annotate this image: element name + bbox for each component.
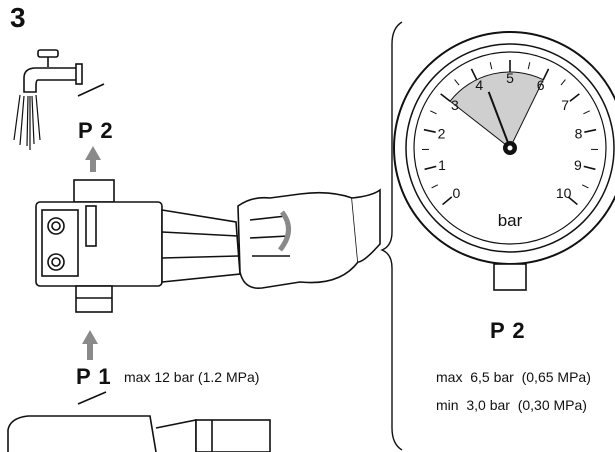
gauge-tick-label: 10 bbox=[556, 185, 572, 201]
setting-min: min 3,0 bar (0,30 MPa) bbox=[436, 397, 587, 413]
gauge-major-tick bbox=[584, 128, 597, 133]
gauge-minor-tick bbox=[583, 110, 590, 115]
gauge-unit: bar bbox=[498, 211, 523, 230]
gauge-major-tick bbox=[424, 165, 437, 171]
outlet-label: P 2 bbox=[78, 118, 114, 143]
setting-min-kind: min bbox=[436, 397, 459, 413]
gauge-tick-label: 5 bbox=[506, 70, 514, 86]
gauge-tick-label: 7 bbox=[561, 97, 569, 113]
inlet-spec: max 12 bar (1.2 MPa) bbox=[124, 369, 260, 385]
setting-max: max 6,5 bar (0,65 MPa) bbox=[436, 369, 591, 385]
gauge-major-tick bbox=[442, 196, 453, 206]
gauge-major-tick bbox=[567, 196, 578, 206]
setting-max-bar: 6,5 bar bbox=[470, 369, 514, 385]
gauge-minor-tick bbox=[581, 184, 589, 189]
gauge-major-tick bbox=[542, 68, 550, 81]
gauge-minor-tick bbox=[431, 184, 439, 189]
pressure-switch bbox=[35, 179, 241, 313]
gauge-minor-tick bbox=[489, 62, 493, 70]
gauge-major-tick bbox=[470, 68, 478, 81]
gauge-pivot-center bbox=[507, 145, 513, 151]
gauge-connector bbox=[493, 263, 527, 291]
gauge-tick-labels: 01 234 5 678 910 bbox=[438, 70, 583, 201]
gauge-major-tick bbox=[569, 93, 580, 102]
inlet-label: P 1 bbox=[76, 364, 112, 389]
gauge-minor-tick bbox=[527, 62, 531, 70]
gauge-major-tick bbox=[583, 165, 596, 171]
gauge-tick-label: 9 bbox=[574, 157, 582, 173]
faucet-icon bbox=[13, 49, 105, 150]
gauge-tick-label: 2 bbox=[438, 125, 446, 141]
gauge-tick-marks bbox=[422, 60, 598, 206]
gauge-tick-label: 0 bbox=[452, 185, 460, 201]
gauge-major-tick bbox=[440, 93, 451, 102]
gauge-minor-tick bbox=[430, 110, 437, 115]
gauge-tick-label: 4 bbox=[475, 77, 483, 93]
setting-max-mpa: (0,65 MPa) bbox=[521, 369, 591, 385]
gauge-minor-tick bbox=[560, 79, 566, 86]
setting-min-mpa: (0,30 MPa) bbox=[517, 397, 587, 413]
gauge-minor-tick bbox=[454, 79, 460, 86]
step-number: 3 bbox=[10, 2, 26, 33]
pump-icon bbox=[7, 391, 271, 452]
hand-icon bbox=[237, 188, 381, 289]
gauge-major-tick bbox=[423, 128, 436, 133]
gauge-label: P 2 bbox=[490, 318, 526, 343]
gauge-tick-label: 3 bbox=[451, 97, 459, 113]
flow-arrow-up-outlet bbox=[85, 146, 101, 172]
setting-min-bar: 3,0 bar bbox=[466, 397, 510, 413]
gauge-needle bbox=[487, 91, 511, 149]
gauge-shaded-range bbox=[449, 71, 544, 149]
gauge-tick-label: 6 bbox=[537, 77, 545, 93]
gauge-tick-label: 1 bbox=[438, 157, 446, 173]
flow-arrow-up-inlet bbox=[82, 330, 98, 360]
gauge-tick-label: 8 bbox=[575, 125, 583, 141]
setting-max-kind: max bbox=[436, 369, 463, 385]
